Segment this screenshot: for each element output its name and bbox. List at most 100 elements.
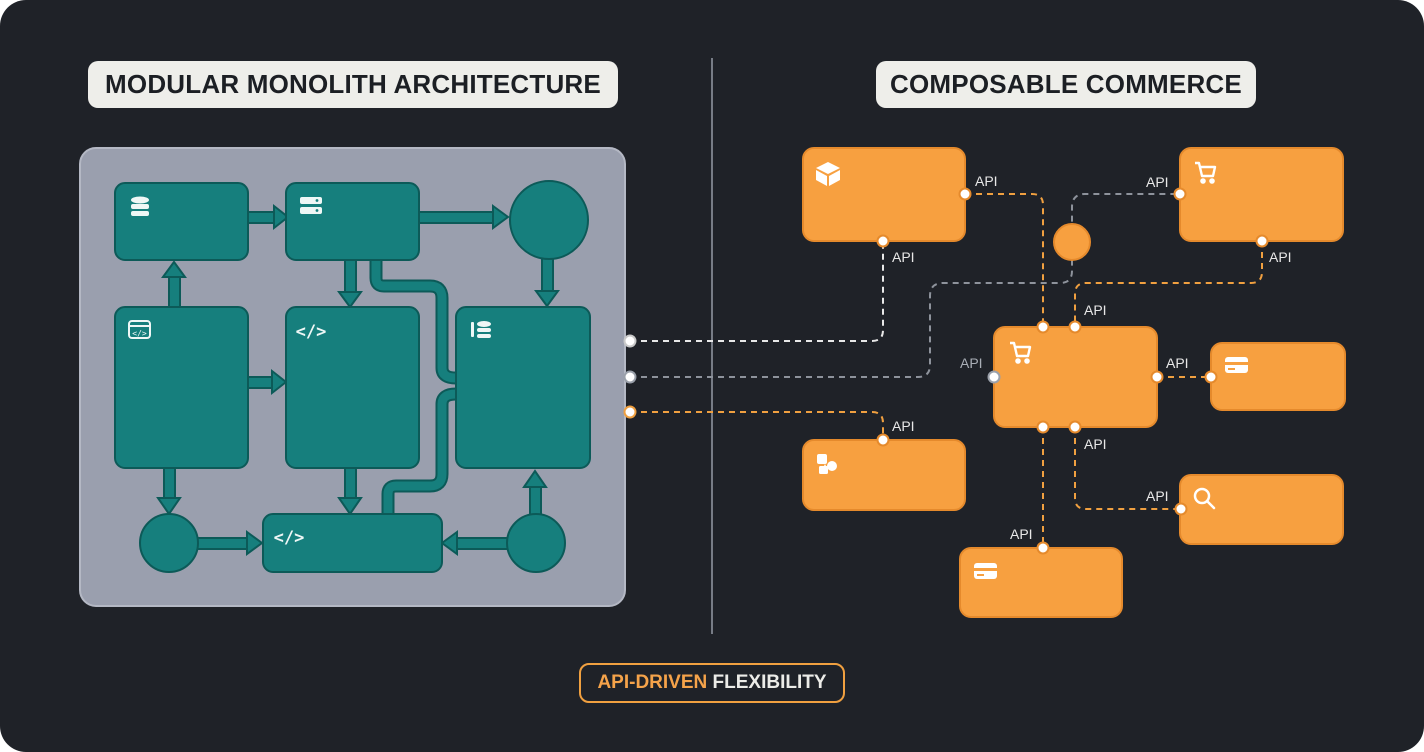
svg-text:</>: </> — [274, 528, 305, 548]
left-title: MODULAR MONOLITH ARCHITECTURE — [88, 61, 618, 108]
module-node-top-right — [509, 180, 589, 260]
connector-b-c — [417, 211, 495, 224]
payment-card-icon — [1225, 357, 1248, 373]
connector-c-f — [541, 257, 554, 293]
cart-icon-core — [1010, 341, 1032, 364]
dot-core-left — [987, 370, 1001, 384]
dot-core-top-2 — [1068, 320, 1082, 334]
svg-text:</>: </> — [132, 329, 147, 338]
svg-text:</>: </> — [296, 322, 327, 342]
dot-monolith-1 — [623, 334, 637, 348]
api-label: API — [1084, 436, 1107, 452]
connector-d-e — [246, 376, 274, 389]
api-label: API — [1084, 302, 1107, 318]
module-code — [285, 306, 420, 469]
code-icon: </> — [296, 322, 327, 342]
payment-card-icon-bottom — [974, 563, 997, 579]
api-label: API — [892, 249, 915, 265]
service-shapes — [802, 439, 966, 511]
arrow-e-h — [337, 497, 363, 516]
dot-package-bottom — [876, 234, 890, 248]
curved-connector-b-f — [371, 259, 457, 383]
api-label: API — [1146, 174, 1169, 190]
api-labels: API API API API API API API API API API … — [892, 173, 1292, 542]
database-icon — [131, 196, 149, 216]
service-card — [959, 547, 1123, 618]
module-node-bottom-left — [139, 513, 199, 573]
arrow-i-f — [522, 469, 548, 488]
shapes-icon — [817, 454, 837, 474]
arrow-c-f — [534, 290, 560, 308]
link-cart-core — [1074, 241, 1263, 327]
service-payment — [1210, 342, 1346, 411]
footer-plain-text: FLEXIBILITY — [712, 672, 827, 693]
service-cart — [1179, 147, 1344, 242]
connector-i-h — [455, 537, 509, 550]
service-core-cart — [993, 326, 1158, 428]
api-label: API — [1146, 488, 1169, 504]
dot-cart-bottom — [1255, 234, 1269, 248]
link-monolith-shapes — [630, 411, 884, 440]
right-title: COMPOSABLE COMMERCE — [876, 61, 1256, 108]
api-connections — [630, 193, 1263, 548]
connector-e-h — [344, 466, 357, 500]
dot-search-left — [1174, 502, 1188, 516]
api-label: API — [1269, 249, 1292, 265]
arrow-g-h — [246, 530, 264, 556]
module-node-bottom-right — [506, 513, 566, 573]
module-code-window — [114, 306, 249, 469]
link-monolith-package — [630, 241, 884, 342]
footer-accent-text: API-DRIVEN — [597, 672, 708, 693]
package-icon — [816, 162, 840, 186]
connector-a-b — [246, 211, 276, 224]
curved-connector-h-f — [383, 389, 457, 514]
code-window-icon: </> — [128, 320, 151, 339]
arrow-d-e — [271, 368, 288, 396]
api-label: API — [892, 418, 915, 434]
dot-card-top — [1036, 541, 1050, 555]
dot-cart-left — [1173, 187, 1187, 201]
connector-g-h — [195, 537, 249, 550]
dot-monolith-3 — [623, 405, 637, 419]
connector-b-e — [344, 258, 357, 294]
api-label: API — [1010, 526, 1033, 542]
dot-package-right — [958, 187, 972, 201]
arrow-d-g — [156, 497, 182, 516]
arrow-b-c — [492, 204, 510, 230]
service-package — [802, 147, 966, 242]
cart-icon — [1195, 161, 1217, 184]
link-monolith-cart — [630, 193, 1180, 378]
connector-d-a — [168, 275, 181, 309]
api-label: API — [975, 173, 998, 189]
dot-payment-left — [1204, 370, 1218, 384]
dot-core-bottom-2 — [1068, 420, 1082, 434]
dot-shapes-top — [876, 433, 890, 447]
api-label: API — [960, 355, 983, 371]
link-package-core — [965, 193, 1044, 327]
dot-core-bottom-1 — [1036, 420, 1050, 434]
arrow-i-h — [440, 530, 458, 556]
module-database — [114, 182, 249, 261]
module-database-stack — [455, 306, 591, 469]
server-icon — [300, 197, 322, 214]
service-node — [1053, 223, 1091, 261]
api-label: API — [1166, 355, 1189, 371]
connector-d-g — [163, 466, 176, 500]
arrow-a-b — [273, 203, 290, 231]
module-server — [285, 182, 420, 261]
arrow-b-e — [337, 291, 363, 309]
dot-core-right — [1150, 370, 1164, 384]
service-search — [1179, 474, 1344, 545]
connector-dots — [623, 187, 1269, 555]
dot-monolith-2 — [623, 370, 637, 384]
code-icon-bottom: </> — [274, 528, 305, 548]
footer-badge: API-DRIVEN FLEXIBILITY — [579, 663, 845, 703]
module-code-bottom — [262, 513, 443, 573]
link-core-search — [1074, 427, 1181, 510]
arrow-d-a — [161, 260, 187, 278]
search-icon — [1193, 487, 1216, 510]
database-stack-icon — [471, 321, 491, 338]
dot-core-top-1 — [1036, 320, 1050, 334]
